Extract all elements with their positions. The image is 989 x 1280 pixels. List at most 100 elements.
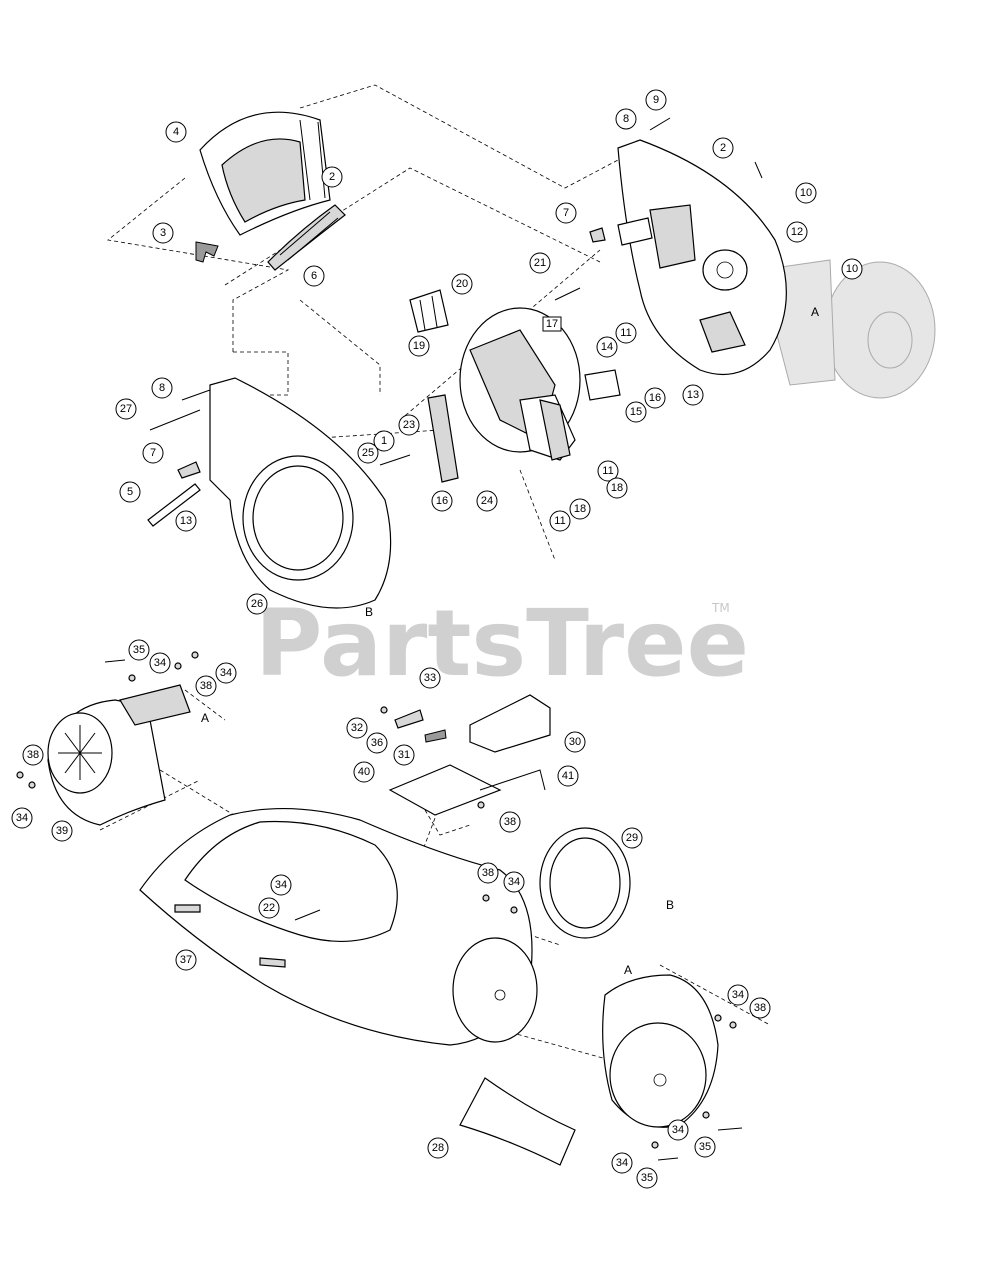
callout-number: 8 [159,382,165,394]
callout-circle [682,384,704,406]
callout-2: 2 [712,137,734,159]
part-40-chute-plate [388,764,546,816]
callout-10: 10 [795,182,817,204]
callout-27: 27 [115,398,137,420]
callout-39: 39 [51,820,73,842]
callout-number: 31 [398,749,410,761]
box-label-17: 17 [542,316,562,332]
callout-15: 15 [625,401,647,423]
callout-number: 35 [133,644,145,656]
callout-38: 38 [477,862,499,884]
part-29-ring [539,827,631,939]
callout-34: 34 [11,807,33,829]
callout-circle [152,222,174,244]
ref-a-lower-left: A [201,711,209,725]
callout-circle [786,221,808,243]
watermark-trademark: TM [711,601,730,615]
callout-circle [427,1137,449,1159]
callout-7: 7 [142,442,164,464]
callout-2: 2 [321,166,343,188]
callout-circle [597,460,619,482]
callout-number: 12 [791,226,803,238]
callout-number: 10 [800,187,812,199]
callout-number: 15 [630,406,642,418]
callout-35: 35 [128,639,150,661]
callout-circle [503,871,525,893]
callout-circle [246,593,268,615]
callout-circle [175,510,197,532]
callout-9: 9 [645,89,667,111]
callout-number: 3 [160,227,166,239]
callout-circle [195,675,217,697]
callout-35: 35 [694,1136,716,1158]
callout-number: 13 [687,389,699,401]
callout-34: 34 [611,1152,633,1174]
callout-circle [149,652,171,674]
callout-number: 22 [263,902,275,914]
callout-number: 35 [699,1141,711,1153]
callout-8: 8 [151,377,173,399]
callout-number: 7 [150,447,156,459]
callout-number: 5 [127,486,133,498]
part-right-end-cap [602,974,719,1128]
part-15-plate [584,369,621,401]
callout-circle [529,252,551,274]
callout-number: 38 [754,1002,766,1014]
callout-number: 29 [626,832,638,844]
callout-number: 2 [329,171,335,183]
callout-18: 18 [569,498,591,520]
callout-circle [625,401,647,423]
callout-circle [499,811,521,833]
callout-number: 32 [351,722,363,734]
callout-13: 13 [175,510,197,532]
callout-number: 37 [180,954,192,966]
callout-26: 26 [246,593,268,615]
callout-circle [451,273,473,295]
hardware-shafts [147,117,763,527]
callout-number: 18 [611,482,623,494]
callout-38: 38 [195,675,217,697]
callout-number: 34 [508,876,520,888]
callout-34: 34 [667,1119,689,1141]
part-24-strip [427,394,459,483]
callout-16: 16 [431,490,453,512]
callout-circle [215,662,237,684]
callout-number: 16 [436,495,448,507]
callout-circle [555,202,577,224]
callout-circle [51,820,73,842]
part-30-bracket [469,694,551,753]
callout-circle [128,639,150,661]
callout-circle [258,897,280,919]
callout-number: 25 [362,447,374,459]
callout-circle [667,1119,689,1141]
callout-number: 7 [563,207,569,219]
callout-circle [569,498,591,520]
callout-circle [393,744,415,766]
callout-number: 34 [154,657,166,669]
ref-b-lower: B [666,898,674,912]
callout-number: 35 [641,1172,653,1184]
hardware-small [16,651,743,1161]
callout-number: 33 [424,672,436,684]
callout-number: 38 [482,867,494,879]
part-20-clip [409,289,449,333]
callout-circle [606,477,628,499]
callout-38: 38 [22,744,44,766]
svg-text:17: 17 [546,318,558,330]
callout-circle [346,717,368,739]
callout-22: 22 [258,897,280,919]
callout-circle [270,874,292,896]
callout-34: 34 [149,652,171,674]
callout-number: 34 [672,1124,684,1136]
callout-34: 34 [215,662,237,684]
part-28-scraper-plate [459,1077,576,1166]
callout-number: 6 [311,270,317,282]
callout-number: 18 [574,503,586,515]
callout-circle [22,744,44,766]
callout-31: 31 [393,744,415,766]
callout-33: 33 [419,667,441,689]
callout-circle [549,510,571,532]
callout-circle [398,414,420,436]
callout-3: 3 [152,222,174,244]
